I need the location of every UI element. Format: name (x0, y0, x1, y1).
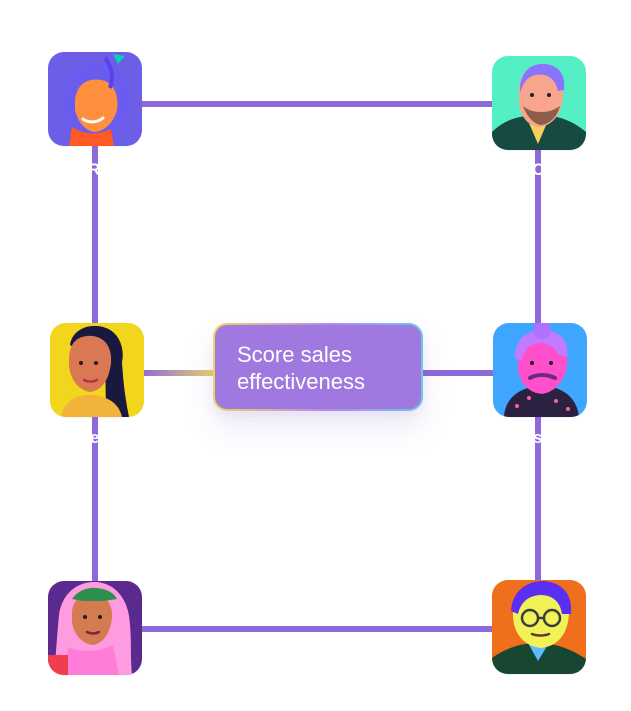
avatar-top-left (48, 52, 142, 146)
avatar-label-top-right: C (532, 160, 545, 179)
avatar-label-top-left: R (88, 160, 101, 179)
connector-top (96, 101, 540, 107)
avatar-bottom-right (492, 580, 586, 674)
person-illustration-icon (492, 580, 586, 674)
avatar-label-middle-right: s (533, 428, 543, 447)
avatar-middle-left (50, 323, 144, 417)
avatar-label-middle-left: e (90, 428, 100, 447)
avatar-top-right (492, 56, 586, 150)
connector-bottom (96, 626, 540, 632)
avatar-bottom-left (48, 581, 142, 675)
avatar-middle-right (493, 323, 587, 417)
center-card-title: Score sales effectiveness (237, 342, 366, 394)
person-illustration-icon (50, 323, 144, 417)
connector-center-right (420, 370, 540, 376)
connector-center-left (142, 370, 216, 376)
person-illustration-icon (493, 323, 587, 417)
person-illustration-icon (492, 56, 586, 150)
person-illustration-icon (48, 52, 142, 146)
score-sales-effectiveness-card[interactable]: Score sales effectiveness (213, 323, 423, 411)
person-illustration-icon (48, 581, 142, 675)
